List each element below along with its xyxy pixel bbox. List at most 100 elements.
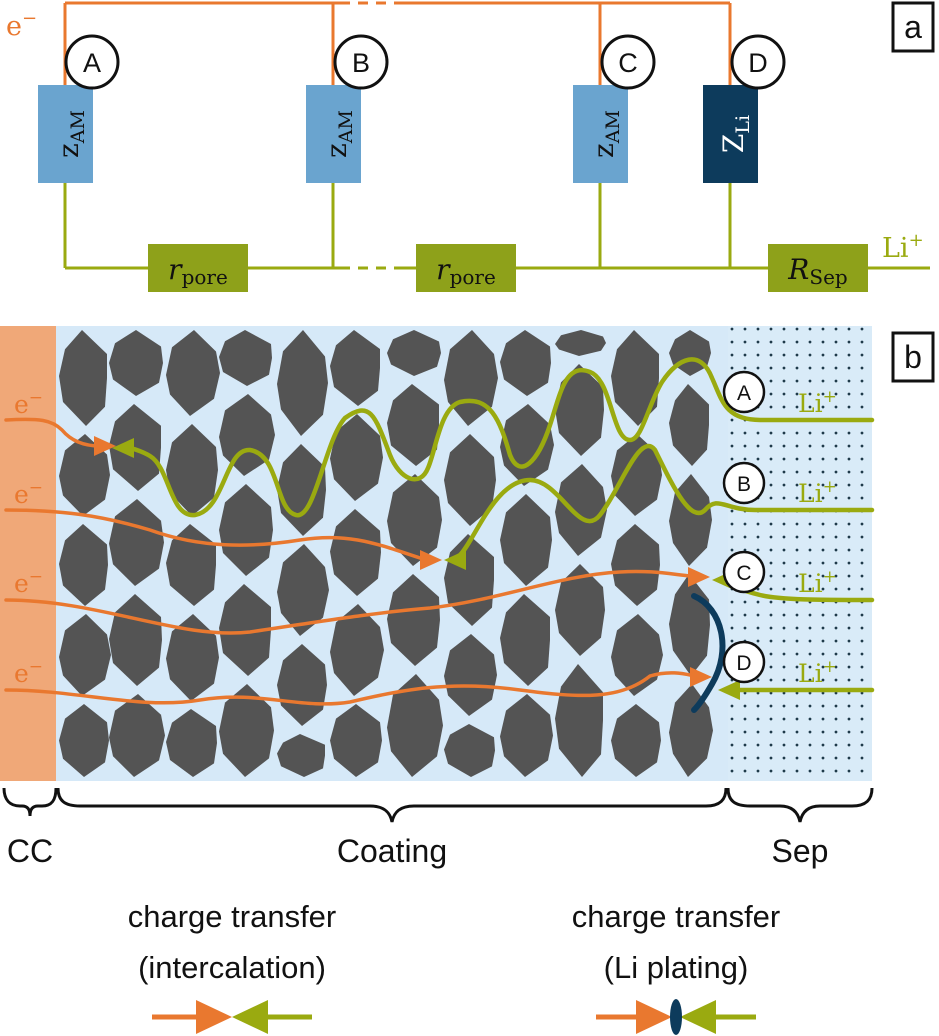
z-am-subscript: AM <box>67 110 89 144</box>
svg-text:zAM: zAM <box>320 110 357 158</box>
particle <box>330 414 383 501</box>
node-c-label: C <box>618 48 638 78</box>
particle <box>387 330 441 376</box>
node-d-marker: D <box>730 34 786 90</box>
li-label-3: Li+ <box>798 567 837 598</box>
electron-rail <box>63 1 732 85</box>
particle <box>330 604 384 696</box>
particle <box>59 704 109 777</box>
arrowhead-e1 <box>94 436 116 456</box>
particle <box>500 404 554 486</box>
particle <box>555 364 604 456</box>
electron-paths <box>4 417 697 706</box>
electron-label-3: e− <box>14 567 43 598</box>
particle <box>59 614 111 696</box>
electron-label-1: e− <box>14 388 43 419</box>
panel-b-tag: b <box>891 331 935 383</box>
particle <box>611 524 660 606</box>
path-c-marker: C <box>722 550 766 594</box>
particle <box>166 330 220 416</box>
path-a-label: A <box>737 382 751 405</box>
path-a-marker: A <box>722 370 766 414</box>
particle <box>166 614 219 701</box>
svg-text:zAM: zAM <box>52 110 89 158</box>
particle <box>387 384 439 466</box>
particle <box>166 709 217 777</box>
r-pore-label: r <box>436 253 451 286</box>
particle <box>669 684 713 777</box>
legend-intercalation-line1: charge transfer <box>128 899 337 934</box>
particle <box>277 544 329 636</box>
r-pore-resistor-2: rpore <box>416 244 516 292</box>
particle <box>219 484 273 576</box>
region-braces <box>2 787 874 823</box>
r-sep-label: R <box>787 253 809 286</box>
arrowhead-li1 <box>112 438 134 458</box>
legend-intercalation-line2: (intercalation) <box>138 950 326 985</box>
cc-brace <box>2 787 58 817</box>
z-am-label: z <box>587 143 620 158</box>
particle <box>444 724 495 777</box>
node-b-label: B <box>352 48 370 78</box>
electron-label-2: e− <box>14 478 43 509</box>
particle <box>444 434 496 526</box>
svg-text:zAM: zAM <box>587 110 624 158</box>
panel-a-tag-label: a <box>904 9 922 45</box>
z-am-subscript: AM <box>602 110 624 144</box>
node-b-marker: B <box>333 34 389 90</box>
particle <box>500 594 550 686</box>
path-d-label: D <box>736 652 751 675</box>
panel-a-electron-label: e− <box>6 8 37 42</box>
arrowhead-e2 <box>420 550 442 570</box>
particle <box>387 474 442 566</box>
ion-paths <box>119 357 875 693</box>
particle <box>330 509 381 596</box>
particle <box>277 330 328 436</box>
path-c-label: C <box>736 562 751 585</box>
legend-intercalation-symbol <box>152 1000 312 1034</box>
panel-a-tag: a <box>891 1 935 53</box>
svg-text:rpore: rpore <box>436 253 496 289</box>
active-material-particles <box>59 330 713 777</box>
particle <box>555 664 603 777</box>
li-label-2: Li+ <box>798 477 837 508</box>
region-label-cc: CC <box>7 833 53 869</box>
svg-text:ZLi: ZLi <box>717 115 754 153</box>
particle <box>59 330 107 426</box>
path-d-marker: D <box>722 640 766 684</box>
particle <box>387 574 440 666</box>
particle <box>277 644 327 726</box>
legend: charge transfer (intercalation) charge t… <box>128 899 781 985</box>
sep-brace <box>726 787 874 823</box>
particle <box>500 694 553 777</box>
particle <box>109 499 164 586</box>
particle <box>219 684 274 777</box>
region-label-coating: Coating <box>337 833 447 869</box>
panel-a-li-label: Li+ <box>882 230 924 264</box>
z-am-label: z <box>320 143 353 158</box>
particle <box>109 694 165 777</box>
svg-text:rpore: rpore <box>168 253 228 289</box>
particle <box>611 704 661 777</box>
particle <box>330 330 380 406</box>
arrowhead-li2 <box>444 550 466 570</box>
particle <box>555 464 607 556</box>
particle <box>219 330 272 386</box>
particle <box>166 524 216 606</box>
particle <box>219 584 271 676</box>
li-label-4: Li+ <box>798 657 837 688</box>
li-label-1: Li+ <box>798 387 837 418</box>
panel-a-circuit: zAM zAM zAM ZLi rpore rpore RSep <box>6 1 935 292</box>
z-am-impedance-c: zAM <box>573 85 628 183</box>
legend-plating-symbol <box>596 999 756 1035</box>
r-pore-resistor-1: rpore <box>148 244 248 292</box>
z-li-label: Z <box>717 134 750 153</box>
z-li-impedance-d: ZLi <box>703 85 758 183</box>
particle <box>555 330 606 356</box>
r-pore-subscript: pore <box>182 265 228 289</box>
r-sep-resistor: RSep <box>768 244 868 292</box>
node-a-marker: A <box>64 34 120 90</box>
particle <box>166 424 218 516</box>
